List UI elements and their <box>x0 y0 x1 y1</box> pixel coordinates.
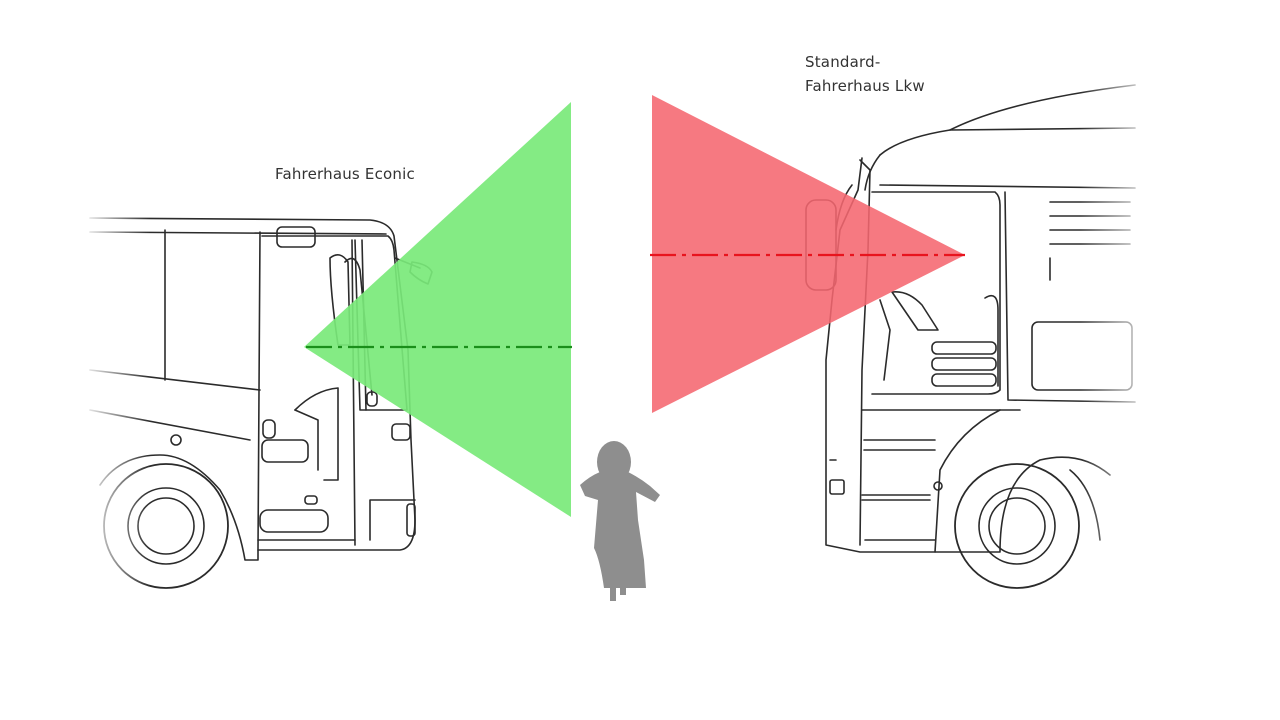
standard-cab-label-line1: Standard- <box>805 53 881 71</box>
standard-cab-label: Standard- Fahrerhaus Lkw <box>805 50 925 98</box>
child-pedestrian-silhouette <box>580 441 660 601</box>
econic-view-cone <box>304 102 571 517</box>
econic-cab-label: Fahrerhaus Econic <box>275 165 415 183</box>
standard-cab-label-line2: Fahrerhaus Lkw <box>805 77 925 95</box>
